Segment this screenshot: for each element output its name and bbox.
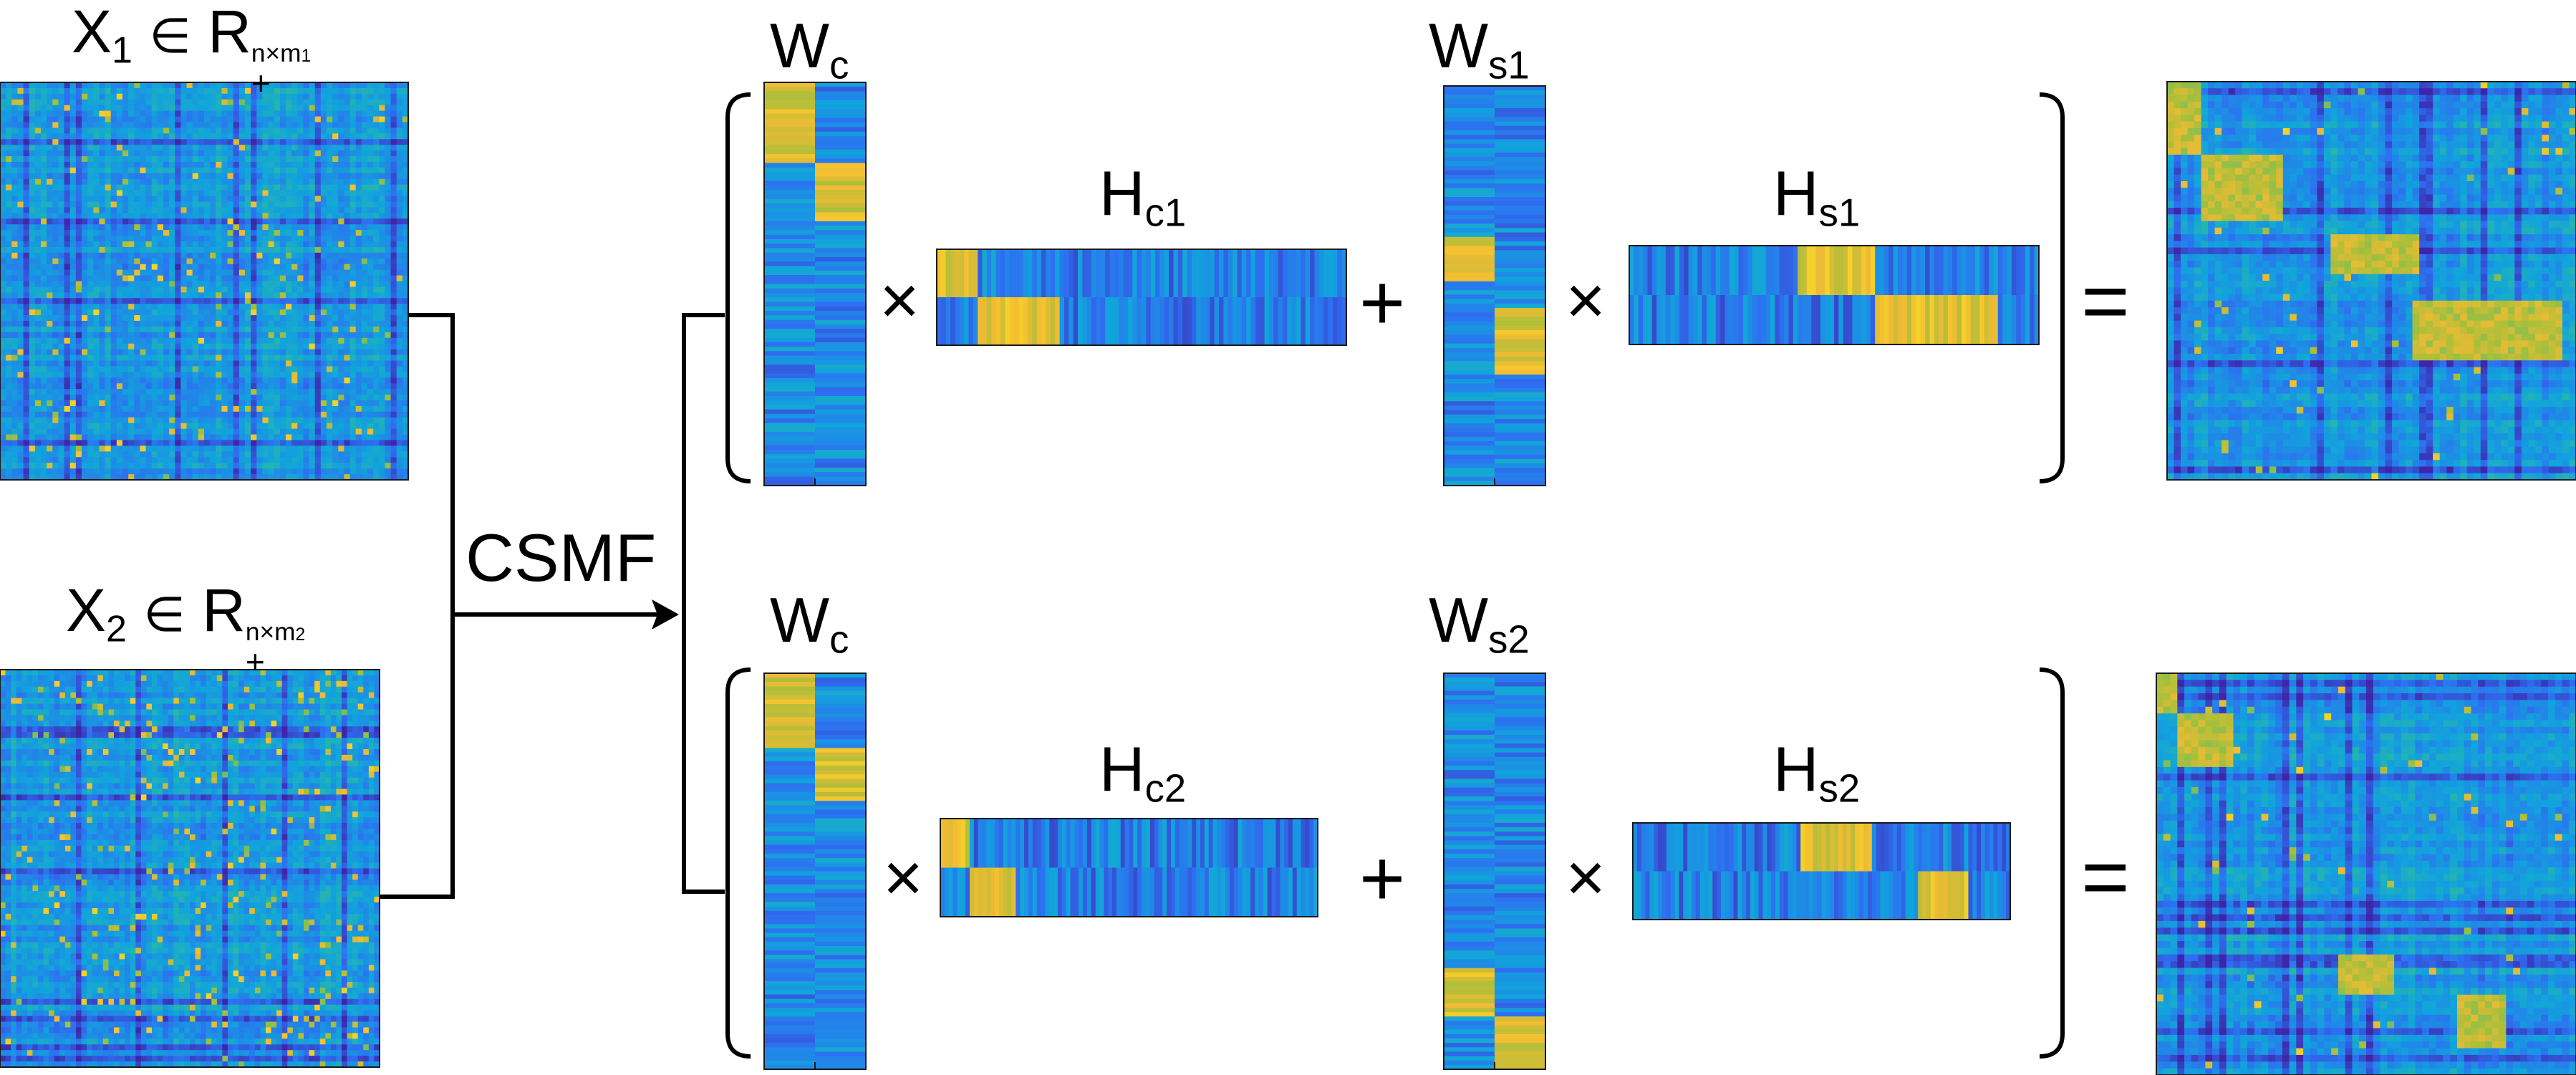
row1-hc-label: Hc1 <box>1099 158 1187 235</box>
row2-left-bracket <box>725 667 751 1059</box>
row2-right-bracket <box>2039 667 2065 1059</box>
row1-ws-label: Ws1 <box>1429 10 1530 87</box>
row2-equals: = <box>2081 830 2130 923</box>
row2-times-1: × <box>883 839 924 916</box>
row1-ws-heatmap <box>1443 85 1546 486</box>
row1-wc-heatmap <box>763 82 867 486</box>
flow-arrowhead <box>652 599 679 630</box>
x1-heatmap <box>0 82 409 481</box>
row1-hs-label: Hs1 <box>1773 158 1861 235</box>
method-label: CSMF <box>465 520 657 595</box>
row2-result-heatmap <box>2156 673 2576 1075</box>
connector-lines <box>380 313 725 899</box>
row2-wc-heatmap <box>763 673 867 1070</box>
row2-hc-heatmap <box>940 818 1318 917</box>
row1-result-heatmap <box>2166 81 2576 481</box>
row1-right-bracket <box>2039 92 2065 483</box>
row1-wc-label: Wc <box>770 10 849 87</box>
row2-plus: + <box>1359 834 1406 922</box>
row2-hs-heatmap <box>1632 822 2011 920</box>
row1-plus: + <box>1359 259 1406 347</box>
row2-hs-label: Hs2 <box>1773 733 1861 811</box>
row2-times-2: × <box>1566 839 1606 916</box>
row1-hs-heatmap <box>1629 245 2040 345</box>
row2-ws-label: Ws2 <box>1429 584 1530 662</box>
row1-equals: = <box>2081 254 2130 347</box>
row1-times-1: × <box>879 262 920 339</box>
row2-wc-label: Wc <box>770 584 849 662</box>
row1-left-bracket <box>725 92 751 483</box>
row1-hc-heatmap <box>936 249 1347 346</box>
row2-hc-label: Hc2 <box>1099 733 1187 811</box>
row2-ws-heatmap <box>1443 673 1546 1070</box>
row1-times-2: × <box>1566 262 1606 339</box>
x2-heatmap <box>0 669 380 1068</box>
